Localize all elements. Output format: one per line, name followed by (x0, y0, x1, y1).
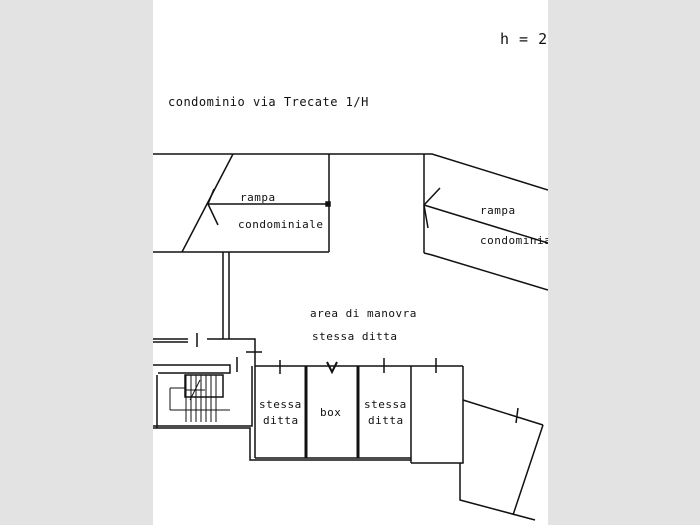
floor-plan-sheet: h = 2 condominio via Trecate 1/H rampa c… (153, 0, 548, 525)
lower-right-area (459, 399, 544, 521)
maneuver-area-owner-label: stessa ditta (312, 330, 398, 343)
left-ramp (153, 153, 548, 253)
box-1-label-2: ditta (263, 414, 299, 427)
right-ramp (423, 154, 548, 291)
right-ramp-label-2: condominiale (480, 234, 548, 247)
stairwell (153, 364, 411, 461)
box-3-label-1: stessa (364, 398, 407, 411)
building-label: condominio via Trecate 1/H (168, 95, 369, 109)
box-1-label-1: stessa (259, 398, 302, 411)
maneuver-area-label: area di manovra (310, 307, 417, 320)
left-ramp-label-2: condominiale (238, 218, 324, 231)
box-row (254, 358, 464, 464)
box-3-label-2: ditta (368, 414, 404, 427)
floor-plan-drawing (153, 153, 548, 521)
left-ramp-label-1: rampa (240, 191, 276, 204)
corridor (153, 252, 262, 372)
right-ramp-label-1: rampa (480, 204, 516, 217)
box-2-label: box (320, 406, 342, 419)
height-label: h = 2 (500, 30, 548, 48)
